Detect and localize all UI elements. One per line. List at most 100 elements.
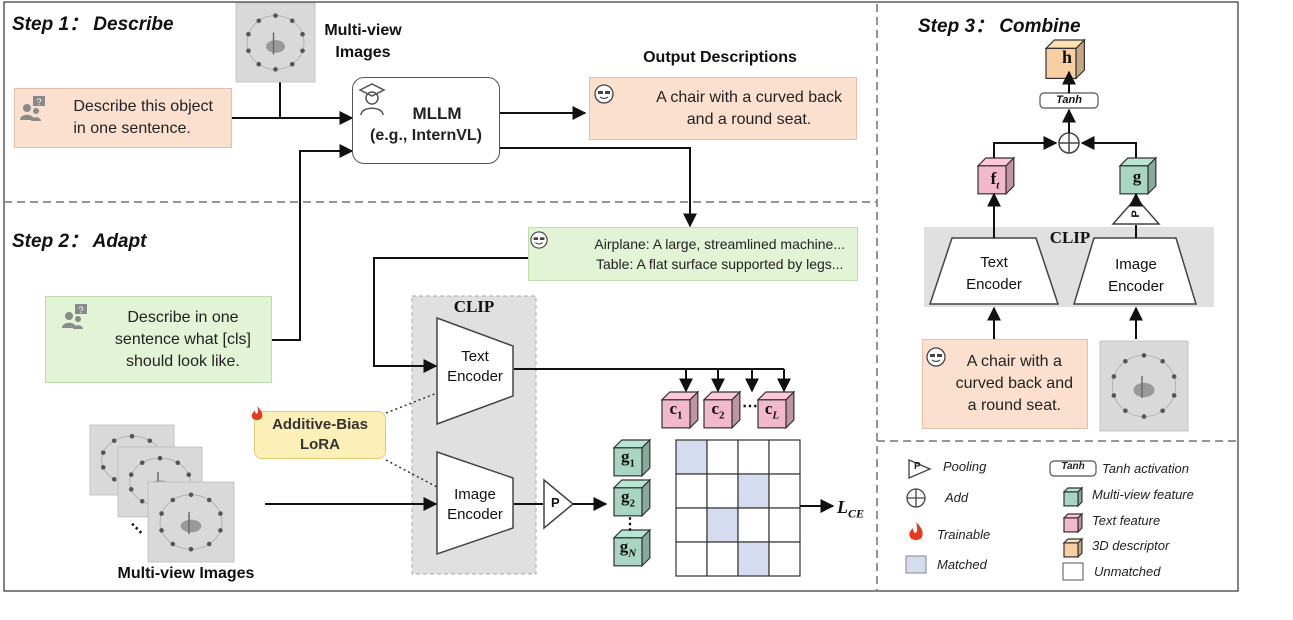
- arrow-desc-to-text-encoder: [373, 257, 528, 373]
- class-prompt-box: Describe in one sentence what [cls] shou…: [45, 296, 272, 383]
- loss-symbol: L: [837, 497, 848, 517]
- clip-label-step2: CLIP: [453, 297, 495, 316]
- step3-desc-text: A chair with a curved back and a round s…: [955, 353, 1073, 414]
- face-icon-step1: [594, 84, 614, 109]
- step3-text-encoder-shape: [928, 237, 1060, 305]
- svg-text:?: ?: [36, 97, 41, 107]
- view-feature-subscript: 1: [629, 457, 636, 470]
- add-symbol: [1058, 132, 1080, 154]
- class-feature-symbol: c: [711, 399, 720, 418]
- legend-tanh: Tanh activation: [1102, 461, 1189, 476]
- text-encoder-shape: [436, 316, 514, 426]
- step3-image-encoder-shape: [1072, 237, 1198, 305]
- class-dots: ⋯: [742, 398, 758, 415]
- ft-subscript: t: [996, 179, 1000, 192]
- mllm-box: MLLM (e.g., InternVL): [352, 77, 500, 164]
- step3-image-encoder-label: Image Encoder: [1108, 256, 1164, 295]
- arrow-g-to-add: [1080, 136, 1137, 158]
- ft-label: ft: [978, 168, 1012, 196]
- student-icon: [357, 82, 387, 121]
- class-feature-symbol: c: [669, 399, 678, 418]
- legend-pooling: Pooling: [943, 459, 987, 474]
- unmatched-cell: [706, 473, 739, 509]
- view-feature-subscript: 2: [629, 497, 636, 510]
- lora-flame-icon: [251, 406, 263, 427]
- view-feature-cube-1: [612, 438, 652, 478]
- legend-tanh-symbol: Tanh: [1061, 461, 1085, 472]
- legend-multiview: Multi-view feature: [1092, 487, 1194, 502]
- legend-trainable: Trainable: [937, 527, 991, 542]
- multiview-thumb-step1: [235, 2, 316, 83]
- view-dots: ⋮: [622, 516, 638, 533]
- user-question-icon: ?: [19, 96, 47, 127]
- step2-title: Step 2： Adapt: [12, 231, 147, 252]
- g-label-step3: g: [1132, 167, 1142, 186]
- multiview-thumb-step3: [1099, 340, 1189, 432]
- clip-label-step3: CLIP: [1049, 228, 1091, 247]
- user-question-icon-step2: ?: [61, 304, 89, 335]
- class-feature-label-1: c1: [661, 398, 691, 426]
- matched-cell: [737, 541, 770, 577]
- unmatched-cell: [675, 473, 708, 509]
- unmatched-cell: [768, 473, 801, 509]
- descriptor-cube-h: [1044, 38, 1086, 80]
- class-feature-subscript: 2: [719, 409, 725, 422]
- unmatched-cell: [675, 541, 708, 577]
- legend-matched: Matched: [937, 557, 987, 572]
- class-prompt-text: Describe in one sentence what [cls] shou…: [114, 308, 251, 370]
- mllm-title: MLLM: [412, 103, 462, 123]
- loss-label: LCE: [837, 496, 864, 525]
- legend-tanh-box: [1049, 460, 1097, 477]
- arrow-mllm-to-class-desc: [500, 147, 697, 228]
- face-icon-step3: [926, 347, 946, 372]
- ft-symbol: f: [990, 169, 997, 188]
- step3-pooling-triangle: [1111, 196, 1161, 225]
- describe-prompt-box: Describe this object in one sentence.: [14, 88, 232, 148]
- legend-pooling-icon: [908, 459, 932, 479]
- pooling-label: P: [551, 495, 560, 510]
- lora-box: Additive-Bias LoRA: [254, 411, 386, 459]
- text-feature-cube-ft: [976, 156, 1016, 196]
- outer-frame: [3, 1, 1239, 592]
- class-desc-airplane: Airplane: A large, streamlined machine..…: [594, 236, 845, 252]
- view-feature-label-3: gN: [613, 536, 643, 564]
- class-feature-symbol: c: [764, 399, 773, 418]
- view-feature-label-1: g1: [613, 446, 643, 474]
- multi-view-images: [89, 2, 1189, 563]
- view-feature-symbol: g: [619, 537, 629, 556]
- view-feature-cube-2: [612, 478, 652, 518]
- unmatched-cell: [675, 507, 708, 543]
- image-encoder-label: Image Encoder: [447, 486, 503, 523]
- pooling-triangle: [543, 478, 575, 530]
- matched-cell: [737, 473, 770, 509]
- multiview-images-label: Multi-view Images: [324, 22, 402, 61]
- image-encoder-shape: [436, 450, 514, 556]
- class-feature-subscript: L: [772, 409, 780, 422]
- arrow-ft-to-add: [993, 136, 1058, 158]
- legend-unmatched: Unmatched: [1094, 564, 1161, 579]
- legend-pooling-symbol: P: [914, 461, 921, 472]
- class-feature-cube-1: [660, 390, 700, 430]
- legend-descriptor-cube: [1062, 537, 1084, 559]
- legend-flame-icon: [909, 522, 923, 540]
- h-label: h: [1061, 47, 1072, 67]
- text-encoder-label: Text Encoder: [447, 348, 503, 385]
- output-description-text: A chair with a curved back and a round s…: [656, 88, 842, 128]
- describe-prompt-text: Describe this object in one sentence.: [73, 98, 213, 137]
- matched-cell: [675, 439, 708, 475]
- class-descriptions-box: Airplane: A large, streamlined machine..…: [528, 227, 858, 281]
- step1-title: Step 1： Describe: [12, 14, 174, 35]
- unmatched-cell: [706, 541, 739, 577]
- svg-text:?: ?: [78, 305, 83, 315]
- legend-multiview-cube: [1062, 486, 1084, 508]
- step3-desc-box: A chair with a curved back and a round s…: [922, 339, 1088, 429]
- class-desc-table: Table: A flat surface supported by legs.…: [595, 256, 844, 272]
- lora-text: Additive-Bias LoRA: [272, 416, 368, 453]
- view-feature-symbol: g: [621, 447, 630, 466]
- class-feature-label-3: cL: [757, 398, 787, 426]
- arrow-class-prompt-to-mllm: [272, 144, 354, 341]
- multiview-images-label-step2: Multi-view Images: [117, 565, 255, 582]
- output-descriptions-title: Output Descriptions: [643, 49, 797, 66]
- tanh-label: Tanh: [1056, 94, 1082, 106]
